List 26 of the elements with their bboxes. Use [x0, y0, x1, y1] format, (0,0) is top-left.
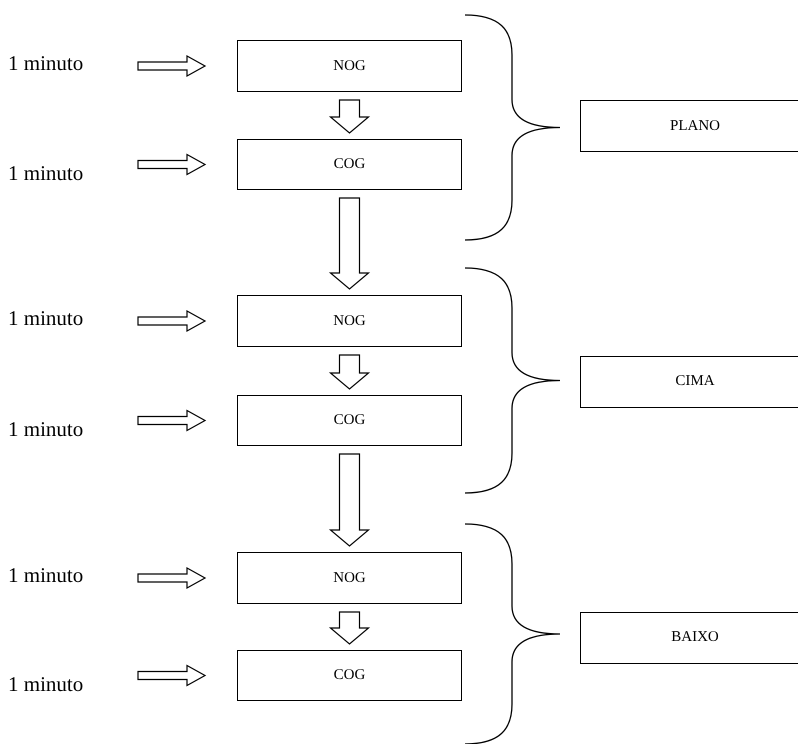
process-box: COG [237, 395, 462, 446]
block-arrow [137, 54, 206, 78]
position-box: PLANO [580, 100, 798, 152]
block-arrow [137, 664, 206, 687]
process-box: NOG [237, 552, 462, 604]
block-arrow [328, 453, 370, 547]
block-arrow [137, 409, 206, 432]
duration-label: 1 minuto [8, 160, 120, 188]
process-box: NOG [237, 295, 462, 347]
position-box: CIMA [580, 356, 798, 408]
duration-label: 1 minuto [8, 416, 120, 444]
duration-label: 1 minuto [8, 671, 120, 699]
process-box: COG [237, 650, 462, 701]
duration-label: 1 minuto [8, 305, 120, 333]
block-arrow [328, 197, 370, 290]
block-arrow [137, 310, 206, 332]
block-arrow [328, 99, 370, 134]
position-box: BAIXO [580, 612, 798, 664]
block-arrow [328, 354, 370, 390]
block-arrow [328, 611, 370, 645]
duration-label: 1 minuto [8, 50, 120, 78]
block-arrow [137, 153, 206, 176]
duration-label: 1 minuto [8, 562, 120, 590]
process-box: NOG [237, 40, 462, 92]
process-box: COG [237, 139, 462, 190]
block-arrow [137, 566, 206, 590]
